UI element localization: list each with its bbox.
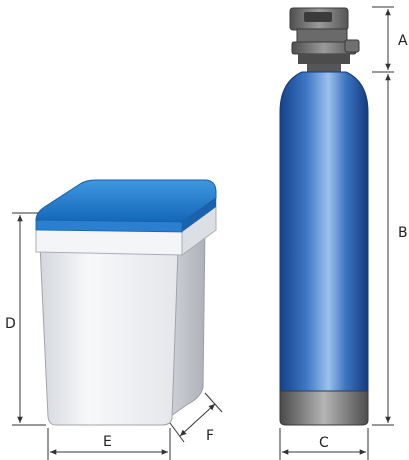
dimension-f: F [169, 392, 223, 444]
dimension-c: C [279, 428, 369, 460]
dimension-label-d: D [5, 316, 16, 332]
dimension-label-c: C [319, 435, 329, 451]
dimension-d: D [5, 212, 46, 426]
brine-cabinet [35, 179, 217, 426]
tank-base [279, 390, 369, 426]
dimension-b: B [372, 74, 408, 426]
control-valve-head [289, 7, 360, 72]
dimension-label-e: E [103, 434, 112, 450]
resin-tank [279, 7, 369, 426]
dimension-label-b: B [398, 225, 408, 241]
dimension-e: E [47, 428, 171, 460]
dimension-label-f: F [206, 428, 214, 444]
dimension-label-a: A [398, 33, 408, 49]
dimension-a: A [372, 6, 408, 73]
